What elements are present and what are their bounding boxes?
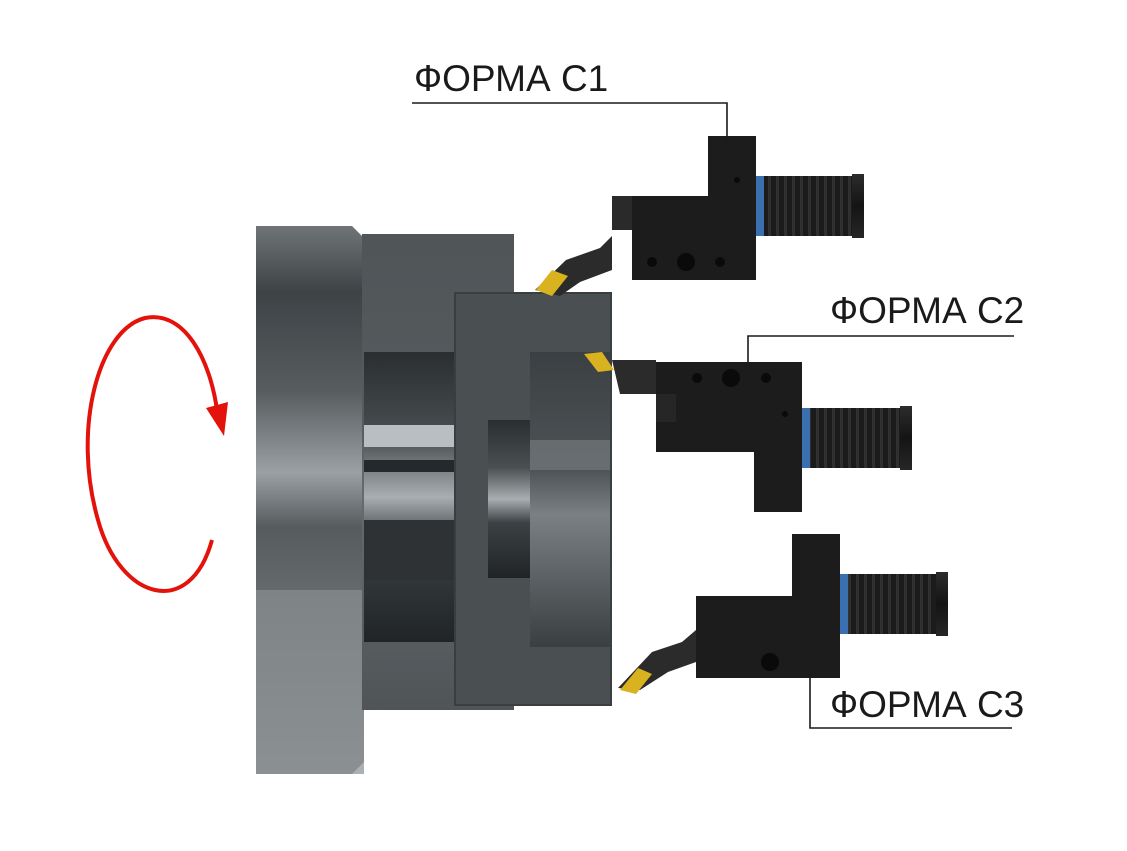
leader-line-c2 [747, 335, 1014, 364]
screw-hole-icon [722, 369, 740, 387]
screw-hole-icon [761, 653, 779, 671]
knurled-shank [848, 574, 936, 634]
screw-hole-icon [692, 373, 702, 383]
tool-holder-c2 [584, 352, 912, 512]
screw-hole-icon [734, 177, 740, 183]
front-flange [454, 292, 612, 706]
knurled-shank [764, 176, 852, 236]
screw-hole-icon [677, 253, 695, 271]
tool-holder-c3 [618, 534, 948, 694]
cutting-insert-icon [536, 270, 568, 296]
label-forma-c2: ФОРМА С2 [830, 290, 1024, 331]
screw-hole-icon [761, 373, 771, 383]
screw-hole-icon [647, 257, 657, 267]
tool-holder-c1 [535, 136, 864, 296]
label-forma-c1: ФОРМА С1 [414, 58, 608, 99]
rotation-arrow-icon [85, 315, 228, 593]
leader-line-c3 [809, 676, 1012, 729]
cutting-insert-icon [620, 668, 652, 694]
screw-hole-icon [782, 411, 788, 417]
leader-line-c1 [412, 102, 728, 140]
label-forma-c3: ФОРМА С3 [830, 684, 1024, 725]
cutting-insert-icon [584, 352, 614, 372]
knurled-shank [810, 408, 900, 468]
screw-hole-icon [715, 257, 725, 267]
inner-hub [364, 352, 456, 642]
